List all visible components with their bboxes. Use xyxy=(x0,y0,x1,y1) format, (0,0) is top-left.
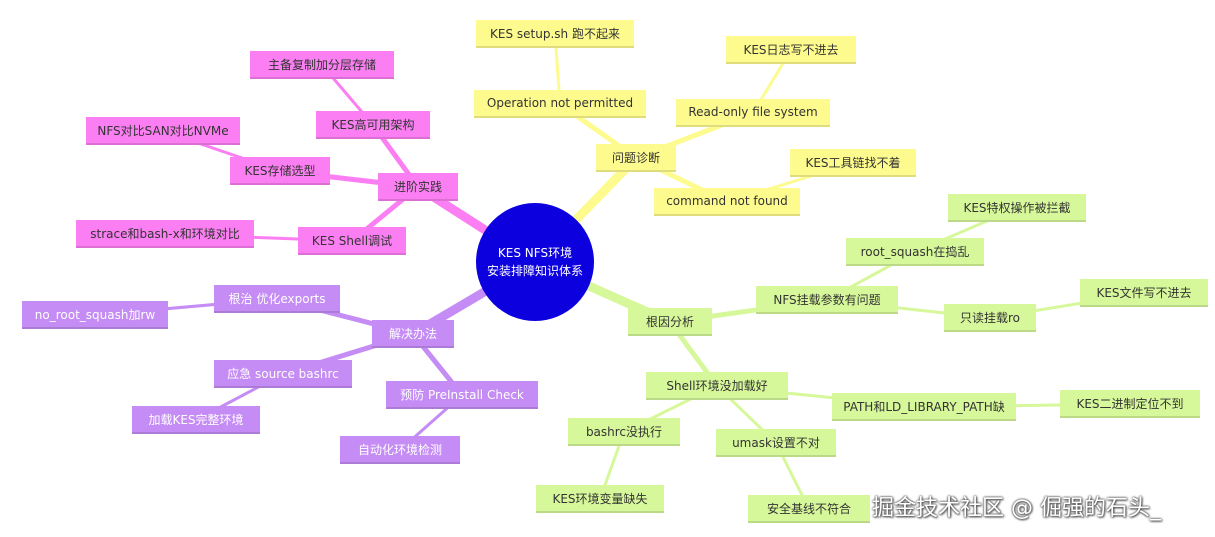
node-shell[interactable]: Shell环境没加载好 xyxy=(646,372,788,400)
node-wtzd[interactable]: 问题诊断 xyxy=(596,144,676,172)
center-title-line1: KES NFS环境 xyxy=(497,246,573,260)
node-ejz[interactable]: KES二进制定位不到 xyxy=(1060,390,1200,418)
node-zdgz[interactable]: 只读挂载ro xyxy=(944,304,1036,332)
node-cxx[interactable]: KES存储选型 xyxy=(230,157,330,185)
node-nfsgz[interactable]: NFS挂载参数有问题 xyxy=(756,286,898,314)
node-rzbx[interactable]: KES日志写不进去 xyxy=(726,36,856,64)
node-tqcz[interactable]: KES特权操作被拦截 xyxy=(948,194,1086,222)
node-nrs[interactable]: no_root_squash加rw xyxy=(22,301,168,329)
node-wjbx[interactable]: KES文件写不进去 xyxy=(1080,279,1208,307)
node-tshell[interactable]: KES Shell调试 xyxy=(298,227,406,255)
node-umask[interactable]: umask设置不对 xyxy=(716,429,836,457)
node-strace[interactable]: strace和bash-x和环境对比 xyxy=(76,220,254,248)
node-gjl[interactable]: KES工具链找不着 xyxy=(790,149,916,177)
node-gky[interactable]: KES高可用架构 xyxy=(316,111,430,139)
node-rsq[interactable]: root_squash在捣乱 xyxy=(846,238,984,266)
node-opnp[interactable]: Operation not permitted xyxy=(474,90,646,118)
node-nfsvs[interactable]: NFS对比SAN对比NVMe xyxy=(86,117,240,145)
node-jzwz[interactable]: 加载KES完整环境 xyxy=(132,406,260,434)
node-hjbl[interactable]: KES环境变量缺失 xyxy=(536,485,664,513)
node-yj[interactable]: 应急 source bashrc xyxy=(214,360,352,388)
node-rofs[interactable]: Read-only file system xyxy=(676,99,830,127)
node-yf[interactable]: 预防 PreInstall Check xyxy=(386,381,538,409)
node-setup[interactable]: KES setup.sh 跑不起来 xyxy=(476,20,634,48)
node-zbfz[interactable]: 主备复制加分层存储 xyxy=(250,51,394,79)
node-cnf[interactable]: command not found xyxy=(654,188,800,216)
center-node[interactable]: KES NFS环境 安装排障知识体系 xyxy=(476,203,594,321)
watermark-text: 掘金技术社区 @ 倔强的石头_ xyxy=(872,496,1161,521)
node-gz[interactable]: 根治 优化exports xyxy=(214,285,340,313)
node-jjsj[interactable]: 进阶实践 xyxy=(378,173,458,201)
node-bashrc[interactable]: bashrc没执行 xyxy=(568,418,680,446)
node-jjbf[interactable]: 解决办法 xyxy=(372,320,454,348)
node-aqjx[interactable]: 安全基线不符合 xyxy=(748,495,870,523)
node-zdh[interactable]: 自动化环境检测 xyxy=(340,436,460,464)
node-ygfx[interactable]: 根因分析 xyxy=(628,308,712,336)
node-path[interactable]: PATH和LD_LIBRARY_PATH缺 xyxy=(832,393,1016,421)
center-title-line2: 安装排障知识体系 xyxy=(486,264,583,278)
